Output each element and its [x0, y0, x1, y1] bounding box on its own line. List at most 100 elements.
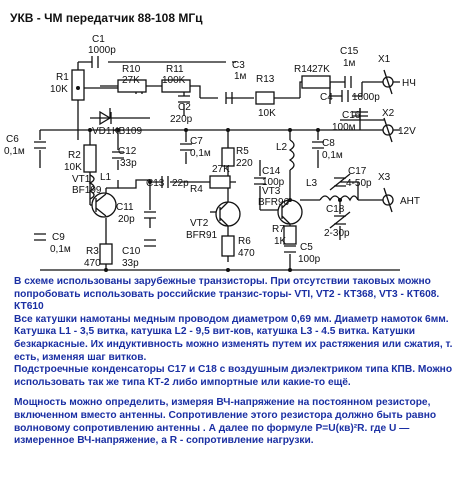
- label-r3-value: 470: [84, 258, 101, 269]
- label-c16-value: 100м: [332, 122, 356, 133]
- label-c4-value: 1800p: [352, 92, 380, 103]
- label-c12-value: 33p: [120, 158, 137, 169]
- c2-body: [178, 95, 190, 103]
- label-c1-value: 1000p: [88, 45, 116, 56]
- description-power: Мощность можно определить, измеряя ВЧ-на…: [14, 397, 437, 447]
- label-c10-value: 33p: [122, 258, 139, 269]
- label-c9-value: 0,1м: [50, 244, 71, 255]
- label-vt2-value: BFR91: [186, 230, 218, 241]
- label-x2-value: 12V: [398, 126, 416, 137]
- c5-body: [284, 245, 296, 253]
- label-r6-value: 470: [238, 248, 255, 259]
- transmitter-schematic: УКВ - ЧМ передатчик 88-108 МГц: [4, 11, 420, 272]
- component-labels: C1 1000p R1 10K R10 27K R11 100K C2 220p…: [4, 34, 420, 269]
- label-c6: C6: [6, 134, 19, 145]
- label-vd1: VD1: [92, 126, 112, 137]
- label-c9: C9: [52, 232, 65, 243]
- label-vd1-value: KB109: [112, 126, 142, 137]
- label-c7: C7: [190, 136, 203, 147]
- description: В схеме использованы зарубежные транзист…: [14, 276, 466, 448]
- description-transistors: В схеме использованы зарубежные транзист…: [14, 276, 440, 313]
- label-vt3: VT3: [262, 186, 281, 197]
- label-r13-value: 10K: [258, 108, 276, 119]
- label-r6: R6: [238, 236, 251, 247]
- label-r1: R1: [56, 72, 69, 83]
- transistor-vt1: [91, 192, 117, 218]
- label-c13: C13: [146, 178, 165, 189]
- c8-body: [312, 141, 324, 149]
- r11-body: [161, 79, 191, 93]
- label-c18-value: 2-30p: [324, 228, 350, 239]
- l2-body: [288, 139, 295, 171]
- r3-body: [99, 243, 113, 265]
- resistors: [71, 69, 331, 265]
- label-l3: L3: [306, 178, 318, 189]
- label-c2: C2: [178, 102, 191, 113]
- label-c11: C11: [116, 202, 134, 213]
- label-r14: R14: [294, 64, 313, 75]
- c12-body: [112, 151, 124, 159]
- label-c3: C3: [232, 60, 245, 71]
- c13-body: [161, 176, 169, 188]
- label-r4-value: 27K: [212, 164, 230, 175]
- connectors: [382, 69, 400, 213]
- label-c17-value: 4-50p: [346, 178, 372, 189]
- label-c15-value: 1м: [343, 58, 356, 69]
- label-c12: C12: [118, 146, 137, 157]
- label-r3: R3: [86, 246, 99, 257]
- c17-body: [329, 173, 351, 191]
- transistor-vt3: [277, 199, 303, 225]
- label-x3-value: АНТ: [400, 196, 420, 207]
- description-coils: Все катушки намотаны медным проводом диа…: [14, 313, 453, 363]
- r7-body: [283, 225, 297, 245]
- label-r1-value: 10K: [50, 84, 68, 95]
- label-l1: L1: [100, 172, 112, 183]
- label-r4: R4: [190, 184, 203, 195]
- r10-body: [117, 79, 147, 93]
- r14-body: [301, 75, 331, 89]
- label-r11: R11: [166, 64, 184, 75]
- label-vt2: VT2: [190, 218, 209, 229]
- c9-body: [34, 233, 46, 241]
- label-c3-value: 1м: [234, 71, 247, 82]
- label-c7-value: 0,1м: [190, 148, 211, 159]
- label-r5-value: 220: [236, 158, 253, 169]
- label-c14: C14: [262, 166, 281, 177]
- label-c15: C15: [340, 46, 359, 57]
- label-c10: C10: [122, 246, 141, 257]
- label-r13: R13: [256, 74, 275, 85]
- label-c4: C4: [320, 92, 333, 103]
- label-c11-value: 20p: [118, 214, 135, 225]
- description-trimmers: Подстроечные конденсаторы С17 и С18 с во…: [14, 364, 453, 388]
- label-c13-value: 22p: [172, 178, 189, 189]
- label-r11-value: 100K: [162, 75, 186, 86]
- c11-body: [144, 211, 156, 219]
- l1-body: [88, 174, 95, 200]
- r5-body: [221, 147, 235, 167]
- label-r14-value: 27K: [312, 64, 330, 75]
- label-c2-value: 220p: [170, 114, 193, 125]
- label-r5: R5: [236, 146, 249, 157]
- c14-body: [254, 177, 266, 185]
- label-c16: C16: [342, 110, 361, 121]
- label-c1: C1: [92, 34, 105, 45]
- label-r2-value: 10K: [64, 162, 82, 173]
- label-x1-value: НЧ: [402, 78, 416, 89]
- c1-body: [91, 56, 99, 68]
- label-c5: C5: [300, 242, 313, 253]
- label-c8-value: 0,1м: [322, 150, 343, 161]
- c18-body: [329, 211, 351, 229]
- diagram-title: УКВ - ЧМ передатчик 88-108 МГц: [10, 11, 203, 25]
- label-c17: C17: [348, 166, 367, 177]
- label-x2: X2: [382, 108, 395, 119]
- diode-vd1: [99, 110, 112, 126]
- label-r7-value: 1K: [274, 236, 287, 247]
- label-c5-value: 100p: [298, 254, 321, 265]
- label-r10-value: 27K: [122, 75, 140, 86]
- r2-body: [83, 144, 97, 173]
- c6-body: [34, 141, 46, 149]
- c10-body: [144, 239, 156, 247]
- label-x3: X3: [378, 172, 391, 183]
- label-vt3-value: BFR96: [258, 197, 290, 208]
